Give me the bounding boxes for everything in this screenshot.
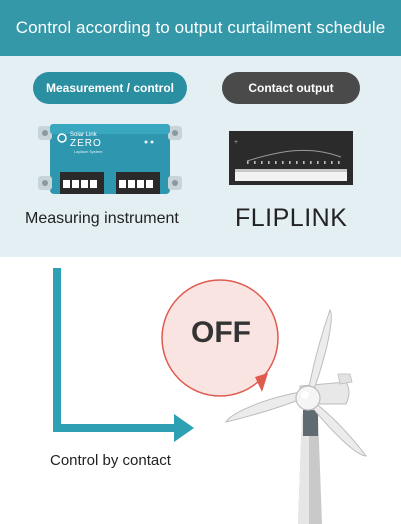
svg-text:+: + [234, 139, 238, 146]
fliplink-caption: FLIPLINK [235, 204, 348, 232]
bubble-tail-icon [255, 373, 268, 392]
header-title: Control according to output curtailment … [15, 18, 386, 37]
contact-output-pill: Contact output [222, 72, 360, 104]
page-header: Control according to output curtailment … [0, 0, 401, 56]
measuring-instrument-caption: Measuring instrument [25, 210, 179, 227]
device-logo-line2: ZERO [70, 138, 102, 149]
device-logo-line3: Laplace System [74, 149, 103, 154]
measuring-instrument-device: Solar Link ZERO Laplace System [38, 124, 182, 194]
off-label: OFF [191, 316, 251, 349]
arrow-head-icon [174, 414, 194, 442]
contact-output-label: Contact output [248, 81, 334, 95]
fliplink-device: + [229, 131, 353, 185]
device-logo-icon [57, 133, 67, 143]
measurement-control-pill: Measurement / control [33, 72, 187, 104]
control-by-contact-caption: Control by contact [50, 452, 171, 469]
device-logo-line1: Solar Link [70, 132, 98, 138]
measurement-control-label: Measurement / control [45, 81, 175, 95]
